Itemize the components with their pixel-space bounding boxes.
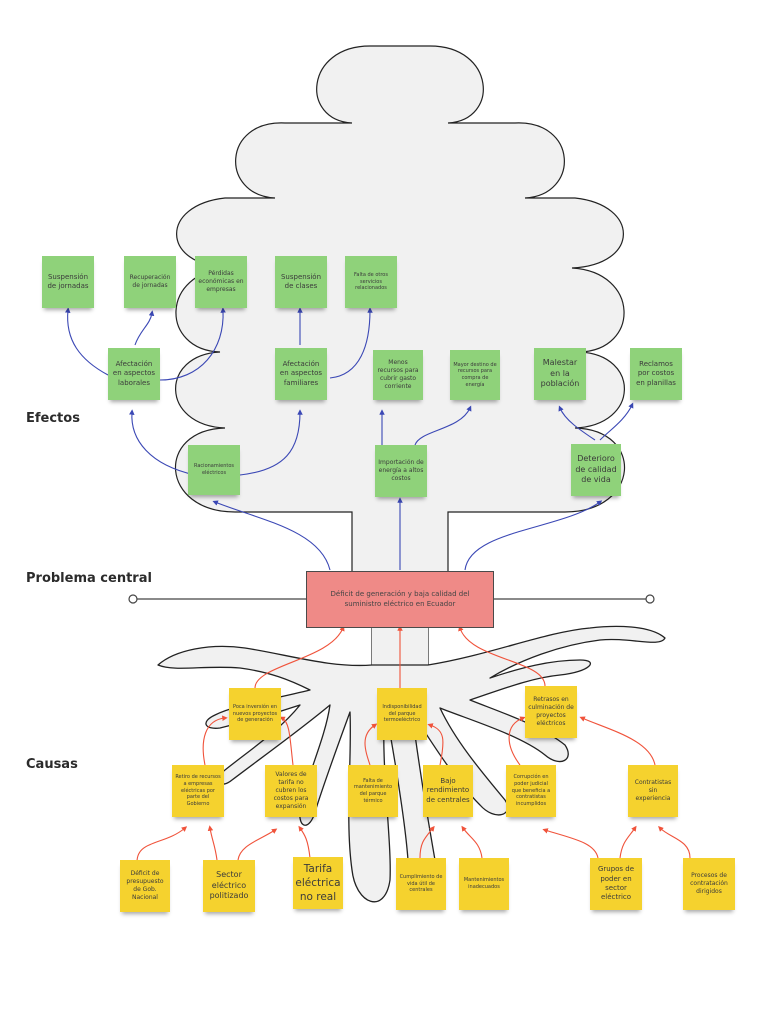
cause-note[interactable]: Cumplimiento de vida útil de centrales (396, 858, 446, 910)
tree-canopy-shape (175, 45, 625, 576)
cause-note[interactable]: Sector eléctrico politizado (203, 860, 255, 912)
central-line-left-endpoint (128, 594, 138, 604)
section-label-causes: Causas (26, 757, 78, 772)
effect-note[interactable]: Importación de energía a altos costos (375, 445, 427, 497)
cause-note[interactable]: Déficit de presupuesto de Gob. Nacional (120, 860, 170, 912)
effect-note[interactable]: Suspensión de clases (275, 256, 327, 308)
cause-note[interactable]: Retrasos en culminación de proyectos elé… (525, 686, 577, 738)
effect-note[interactable]: Falta de otros servicios relacionados (345, 256, 397, 308)
cause-note[interactable]: Grupos de poder en sector eléctrico (590, 858, 642, 910)
cause-note[interactable]: Corrupción en poder judicial que benefic… (506, 765, 556, 817)
effect-note[interactable]: Afectación en aspectos laborales (108, 348, 160, 400)
section-label-central-problem: Problema central (26, 571, 152, 586)
cause-note[interactable]: Bajo rendimiento de centrales (423, 765, 473, 817)
cause-note[interactable]: Contratistas sin experiencia (628, 765, 678, 817)
effect-note[interactable]: Menos recursos para cubrir gasto corrien… (373, 350, 423, 400)
cause-note[interactable]: Indisponibilidad del parque termoeléctri… (377, 688, 427, 740)
section-label-effects: Efectos (26, 411, 80, 426)
central-line-right-endpoint (645, 594, 655, 604)
effect-arrows (64, 307, 634, 571)
cause-note[interactable]: Mantenimientos inadecuados (459, 858, 509, 910)
central-problem-box[interactable]: Déficit de generación y baja calidad del… (306, 571, 494, 628)
cause-note[interactable]: Procesos de contratación dirigidos (683, 858, 735, 910)
cause-note[interactable]: Poca inversión en nuevos proyectos de ge… (229, 688, 281, 740)
cause-note[interactable]: Falta de mantenimiento del parque térmic… (348, 765, 398, 817)
effect-note[interactable]: Mayor destino de recursos para compra de… (450, 350, 500, 400)
effect-note[interactable]: Malestar en la población (534, 348, 586, 400)
cause-arrows (136, 625, 691, 863)
effect-note[interactable]: Recuperación de jornadas (124, 256, 176, 308)
effect-note[interactable]: Afectación en aspectos familiares (275, 348, 327, 400)
cause-note[interactable]: Retiro de recursos a empresas eléctricas… (172, 765, 224, 817)
cause-note[interactable]: Tarifa eléctrica no real (293, 857, 343, 909)
effect-note[interactable]: Racionamientos eléctricos (188, 445, 240, 495)
effect-note[interactable]: Suspensión de jornadas (42, 256, 94, 308)
effect-note[interactable]: Deterioro de calidad de vida (571, 444, 621, 496)
effect-note[interactable]: Pérdidas económicas en empresas (195, 256, 247, 308)
cause-note[interactable]: Valores de tarifa no cubren los costos p… (265, 765, 317, 817)
effect-note[interactable]: Reclamos por costos en planillas (630, 348, 682, 400)
